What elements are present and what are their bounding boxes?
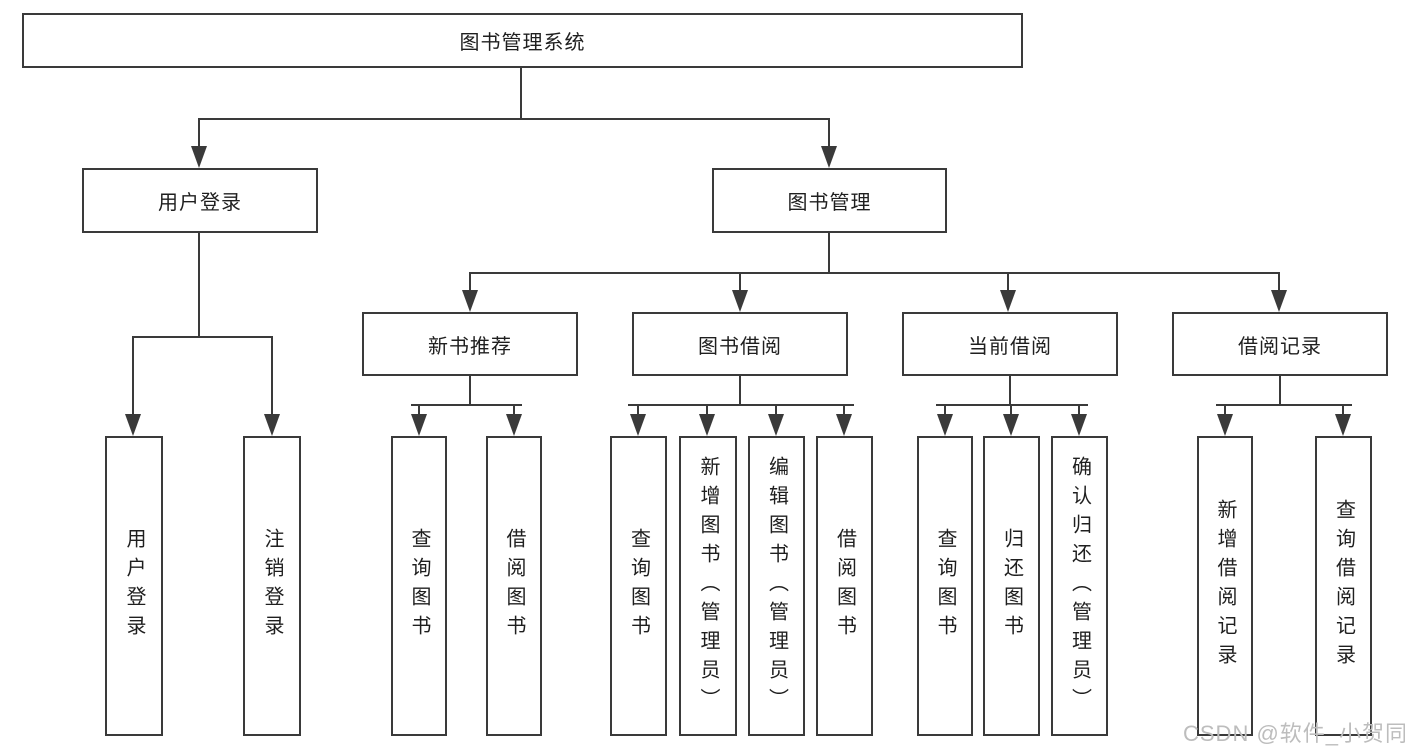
leaf-label: 新增借阅记录 [1214,499,1236,673]
node-label: 图书借阅 [698,335,782,358]
leaf-label: 借阅图书 [503,528,525,644]
connector-drop-leaf [1010,404,1012,417]
arrow-down [1217,414,1233,436]
leaf-label: 查询图书 [934,528,956,644]
connector-borrowing-stem [739,376,741,406]
arrow-down [1003,414,1019,436]
node-book-borrowing: 图书借阅 [632,312,848,376]
leaf-query-borrow-record: 查询借阅记录 [1315,436,1372,736]
leaf-label: 查询借阅记录 [1332,499,1355,673]
node-label: 新书推荐 [428,335,512,358]
node-borrowing-records: 借阅记录 [1172,312,1388,376]
leaf-add-borrow-record: 新增借阅记录 [1197,436,1253,736]
node-new-book-recommendation: 新书推荐 [362,312,578,376]
leaf-label: 新增图书（管理员） [697,455,719,717]
connector-level3-bar [469,272,1280,274]
arrow-down [836,414,852,436]
leaf-user-login: 用户登录 [105,436,163,736]
leaf-label: 借阅图书 [833,528,856,644]
connector-drop-leaf [418,404,420,417]
node-label: 图书管理 [787,192,872,214]
node-label: 借阅记录 [1238,335,1322,358]
node-label: 图书管理系统 [459,32,586,54]
arrow-down [125,414,141,436]
connector-drop-level3 [1007,272,1009,294]
leaf-query-books-recommend: 查询图书 [391,436,447,736]
connector-records-bar [1216,404,1352,406]
arrow-down [264,414,280,436]
leaf-logout: 注销登录 [243,436,301,736]
arrow-down [1335,414,1351,436]
leaf-label: 编辑图书（管理员） [765,455,788,717]
connector-borrowing-bar [628,404,854,406]
arrow-down [937,414,953,436]
arrow-down [732,290,748,312]
connector-drop-level3 [469,272,471,294]
leaf-query-books-current: 查询图书 [917,436,973,736]
connector-drop-leaf [944,404,946,417]
arrow-down [768,414,784,436]
connector-current-stem [1009,376,1011,406]
connector-current-bar [936,404,1088,406]
connector-records-stem [1279,376,1281,406]
leaf-return-books: 归还图书 [983,436,1040,736]
arrow-down [506,414,522,436]
node-book-management: 图书管理 [712,168,947,233]
connector-user-login-stem [198,233,200,338]
connector-drop-leaf [513,404,515,417]
arrow-down [821,146,837,168]
connector-drop-leaf [132,336,134,418]
leaf-edit-books-admin: 编辑图书（管理员） [748,436,805,736]
leaf-label: 用户登录 [123,528,145,644]
connector-book-management-stem [828,233,830,274]
arrow-down [1000,290,1016,312]
leaf-borrow-books-recommend: 借阅图书 [486,436,542,736]
connector-user-login-bar [132,336,273,338]
node-label: 用户登录 [158,192,242,214]
connector-recommend-bar [411,404,522,406]
node-library-system: 图书管理系统 [22,13,1023,68]
arrow-down [1071,414,1087,436]
connector-drop-leaf [775,404,777,417]
connector-drop-leaf [637,404,639,417]
leaf-label: 查询图书 [627,528,650,644]
arrow-down [462,290,478,312]
connector-drop-level3 [739,272,741,294]
leaf-add-books-admin: 新增图书（管理员） [679,436,737,736]
leaf-confirm-return-admin: 确认归还（管理员） [1051,436,1108,736]
csdn-watermark: CSDN @软件_小贺同学 [1183,721,1405,746]
arrow-down [411,414,427,436]
connector-drop-user-login [198,118,200,150]
connector-drop-leaf [1224,404,1226,417]
leaf-borrow-books-borrowing: 借阅图书 [816,436,873,736]
connector-drop-leaf [271,336,273,418]
connector-drop-leaf [1078,404,1080,417]
leaf-query-books-borrowing: 查询图书 [610,436,667,736]
connector-drop-book-management [828,118,830,150]
connector-root-stem [520,68,522,119]
leaf-label: 归还图书 [1000,528,1023,644]
arrow-down [699,414,715,436]
connector-drop-level3 [1278,272,1280,294]
node-current-borrowing: 当前借阅 [902,312,1118,376]
leaf-label: 注销登录 [261,528,283,644]
connector-recommend-stem [469,376,471,406]
arrow-down [1271,290,1287,312]
connector-drop-leaf [843,404,845,417]
node-user-login: 用户登录 [82,168,318,233]
node-label: 当前借阅 [968,335,1052,358]
leaf-label: 查询图书 [408,528,430,644]
connector-drop-leaf [1342,404,1344,417]
connector-drop-leaf [706,404,708,417]
arrow-down [630,414,646,436]
connector-level2-bar [198,118,830,120]
leaf-label: 确认归还（管理员） [1068,455,1091,717]
arrow-down [191,146,207,168]
